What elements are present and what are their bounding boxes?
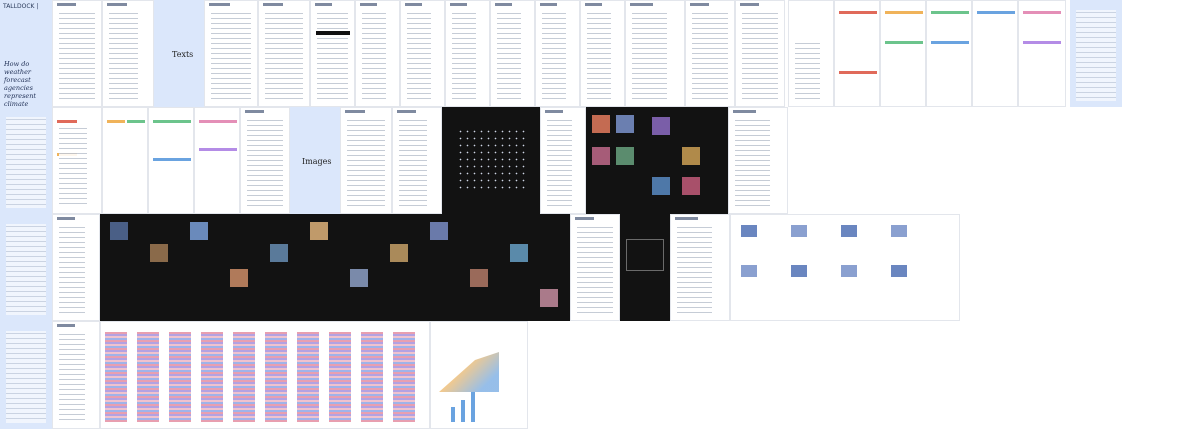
- intro-panel: TALLDOCK | How do weather forecast agenc…: [0, 0, 52, 107]
- table-page: [788, 0, 834, 107]
- image-cluster-map: [442, 107, 540, 214]
- doc-page: [240, 107, 290, 214]
- badge: TALLDOCK |: [3, 3, 39, 10]
- doc-page: [258, 0, 310, 107]
- doc-page: [148, 107, 194, 214]
- doc-page: [52, 214, 100, 321]
- method-panel: [0, 107, 52, 214]
- section-label-texts: Texts: [172, 50, 194, 59]
- table-page: [834, 0, 880, 107]
- stripe-pages: [100, 321, 430, 429]
- image-grid: [586, 107, 728, 214]
- doc-page: [535, 0, 580, 107]
- doc-page: [685, 0, 735, 107]
- table-page: [880, 0, 926, 107]
- texts-section: Texts: [154, 0, 204, 107]
- doc-page: [625, 0, 685, 107]
- doc-page: [392, 107, 442, 214]
- doc-page: [490, 0, 535, 107]
- doc-page: [310, 0, 355, 107]
- doc-page: [102, 107, 148, 214]
- doc-page: [52, 321, 100, 429]
- doc-page: [540, 107, 586, 214]
- doc-page: [400, 0, 445, 107]
- doc-page: [670, 214, 730, 321]
- images-section: Images: [290, 107, 340, 214]
- doc-page: [570, 214, 620, 321]
- doc-page: [580, 0, 625, 107]
- doc-page: [340, 107, 392, 214]
- table-page: [1018, 0, 1066, 107]
- research-question: How do weather forecast agencies represe…: [4, 60, 37, 107]
- images-panel: [0, 214, 52, 321]
- trend-chart-page: [430, 321, 528, 429]
- doc-page: [735, 0, 785, 107]
- doc-page: [728, 107, 788, 214]
- doc-page: [730, 214, 960, 321]
- doc-page: [445, 0, 490, 107]
- table-page: [926, 0, 972, 107]
- scatter-panel: [620, 214, 670, 321]
- doc-page: [52, 0, 102, 107]
- doc-page: [194, 107, 240, 214]
- results-panel: [0, 321, 52, 429]
- doc-page: [52, 107, 102, 214]
- doc-page: [102, 0, 154, 107]
- section-label-images: Images: [302, 157, 332, 166]
- doc-page: [355, 0, 400, 107]
- doc-page: [204, 0, 258, 107]
- summary-panel: [1070, 0, 1122, 107]
- table-page: [972, 0, 1018, 107]
- image-strip: [100, 214, 570, 321]
